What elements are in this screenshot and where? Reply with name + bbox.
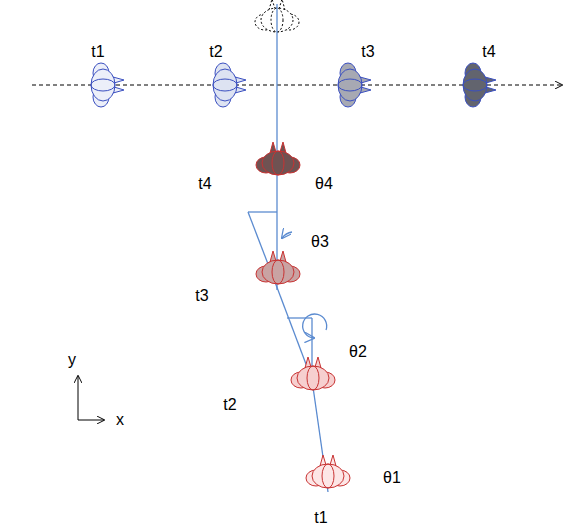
creature-theta1: [306, 455, 350, 488]
time-label: t2: [223, 397, 236, 413]
time-label: t1: [91, 44, 104, 60]
creature-theta3: [256, 251, 300, 284]
creature-t3: [338, 63, 371, 107]
time-label: t3: [195, 288, 208, 304]
angle-label: θ3: [311, 234, 329, 250]
creature-theta2: [291, 357, 335, 390]
angle-label: θ4: [315, 176, 333, 192]
time-label: t2: [209, 44, 222, 60]
time-label: t3: [361, 44, 374, 60]
axis-label: y: [68, 352, 76, 368]
angle-label: θ2: [349, 344, 367, 360]
creature-t4: [463, 63, 496, 107]
time-label: t1: [314, 510, 327, 526]
angle-label: θ1: [383, 470, 401, 486]
creature-theta4: [256, 142, 300, 175]
axes: [78, 376, 104, 420]
heading-lines: [248, 4, 328, 492]
axis-label: x: [116, 412, 124, 428]
creature-t1: [91, 63, 124, 107]
time-label: t4: [482, 44, 495, 60]
creature-t2: [213, 63, 246, 107]
time-label: t4: [198, 176, 211, 192]
